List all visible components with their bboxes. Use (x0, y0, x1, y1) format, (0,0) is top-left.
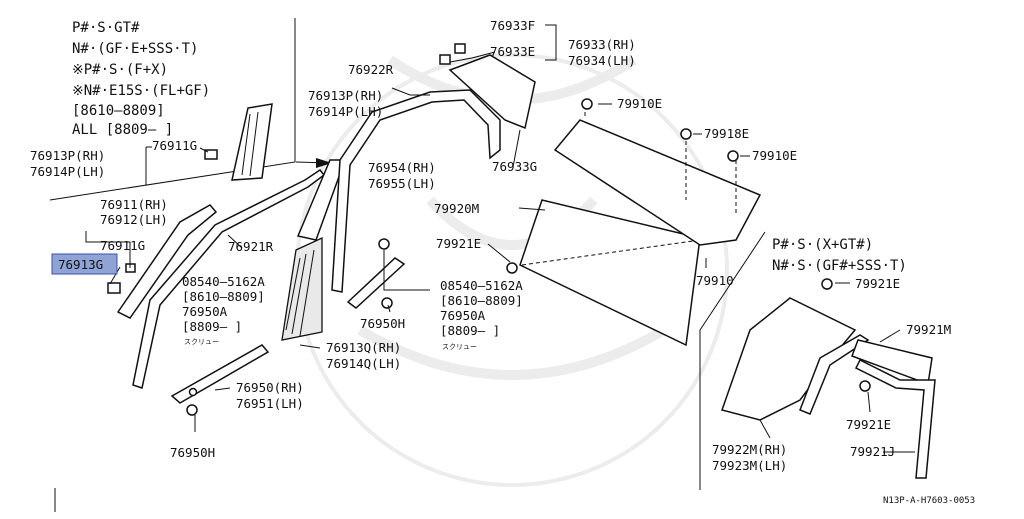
clip-76950H-b (381, 297, 393, 309)
label-screw-word-a: スクリュー (184, 338, 219, 346)
note-line: N#·S·(GF#+SSS·T) (772, 258, 907, 274)
label-79923M: 79923M(LH) (712, 458, 787, 473)
clip-76933E (454, 43, 466, 54)
label-79921E-b: 79921E (855, 276, 900, 291)
label-79921E-a: 79921E (436, 236, 481, 251)
dash-guide (521, 239, 701, 266)
clip-76950H-a (186, 404, 198, 416)
label-76913P-b: 76913P(RH) (308, 88, 383, 103)
label-79910: 79910 (696, 273, 734, 288)
label-76950A-b: 76950A (440, 308, 486, 323)
garnish-76933 (448, 54, 536, 130)
clip-76933F (439, 54, 451, 65)
clip-79921E-b (821, 278, 833, 290)
clip-79921E-a (506, 262, 518, 274)
clip-79921E-c (859, 380, 871, 392)
note-line: ALL [8809— ] (72, 122, 173, 138)
screw-icon (188, 387, 198, 397)
label-79910E-b: 79910E (752, 148, 797, 163)
label-76933F: 76933F (490, 18, 535, 33)
label-date2-b: [8809— ] (440, 323, 500, 338)
clip-76911G (204, 149, 218, 160)
label-76954: 76954(RH) (368, 160, 436, 175)
label-76950: 76950(RH) (236, 380, 304, 395)
label-date-a: [8610—8809] (182, 289, 265, 304)
label-79921M: 79921M (906, 322, 951, 337)
inset-trim-detail (241, 111, 259, 177)
label-76913P: 76913P(RH) (30, 148, 105, 163)
label-76933: 76933(RH) (568, 37, 636, 52)
label-08540-b: 08540—5162A (440, 278, 523, 293)
reference-code: N13P-A-H7603-0053 (883, 496, 975, 506)
label-79922M: 79922M(RH) (712, 442, 787, 457)
label-76913G-highlighted[interactable]: 76913G (58, 257, 103, 272)
right-note-block: P#·S·(X+GT#) N#·S·(GF#+SSS·T) (772, 237, 907, 274)
label-76922R: 76922R (348, 62, 394, 77)
pillar-hatch (285, 249, 315, 337)
clip-79918E (680, 128, 692, 140)
label-76955: 76955(LH) (368, 176, 436, 191)
label-79920M: 79920M (434, 201, 479, 216)
label-76914P: 76914P(LH) (30, 164, 105, 179)
trim-edge (799, 334, 870, 415)
arrow-head (316, 158, 332, 168)
label-08540-a: 08540—5162A (182, 274, 265, 289)
clip-76913G (107, 282, 121, 294)
pillar-76911 (116, 204, 218, 319)
note-line: [8610—8809] (72, 103, 165, 119)
label-screw-word-b: スクリュー (442, 343, 477, 351)
label-76933E: 76933E (490, 44, 535, 59)
label-76934: 76934(LH) (568, 53, 636, 68)
label-79921J: 79921J (850, 444, 895, 459)
roof-strip-76922R (331, 89, 501, 293)
label-76951: 76951(LH) (236, 396, 304, 411)
label-76950H-b: 76950H (170, 445, 215, 460)
highlight-box[interactable] (51, 253, 118, 275)
tray-79910 (553, 119, 762, 246)
label-76933G: 76933G (492, 159, 537, 174)
clip-79910E-a (581, 98, 593, 110)
label-date2-a: [8809— ] (182, 319, 242, 334)
inset-trim-part (231, 103, 273, 181)
label-79918E: 79918E (704, 126, 749, 141)
note-line: P#·S·GT# (72, 20, 140, 36)
right-inset-divider (699, 231, 766, 490)
screw-icon (378, 238, 390, 250)
label-76913Q: 76913Q(RH) (326, 340, 401, 355)
clip-79910E-b (727, 150, 739, 162)
label-76914Q: 76914Q(LH) (326, 356, 401, 371)
note-line: N#·(GF·E+SSS·T) (72, 41, 198, 57)
kick-plate-76950 (170, 344, 270, 404)
leader-lines (85, 24, 915, 453)
label-76950H-a: 76950H (360, 316, 405, 331)
label-76914P-b: 76914P(LH) (308, 104, 383, 119)
note-line: ※N#·E15S·(FL+GF) (72, 83, 210, 99)
label-76911G-b: 76911G (100, 238, 145, 253)
label-79910E-a: 79910E (617, 96, 662, 111)
inset-divider (49, 18, 296, 201)
note-line: P#·S·(X+GT#) (772, 237, 873, 253)
label-76921R: 76921R (228, 239, 274, 254)
trim-strip-79921J (854, 358, 936, 479)
label-76911: 76911(RH) (100, 197, 168, 212)
label-79921E-c: 79921E (846, 417, 891, 432)
label-76950A-a: 76950A (182, 304, 228, 319)
left-note-block: P#·S·GT# N#·(GF·E+SSS·T) ※P#·S·(F+X) ※N#… (72, 20, 210, 138)
note-line: ※P#·S·(F+X) (72, 62, 168, 78)
strip-76954 (346, 257, 406, 309)
label-date-b: [8610—8809] (440, 293, 523, 308)
label-76912: 76912(LH) (100, 212, 168, 227)
label-76911G: 76911G (152, 138, 197, 153)
